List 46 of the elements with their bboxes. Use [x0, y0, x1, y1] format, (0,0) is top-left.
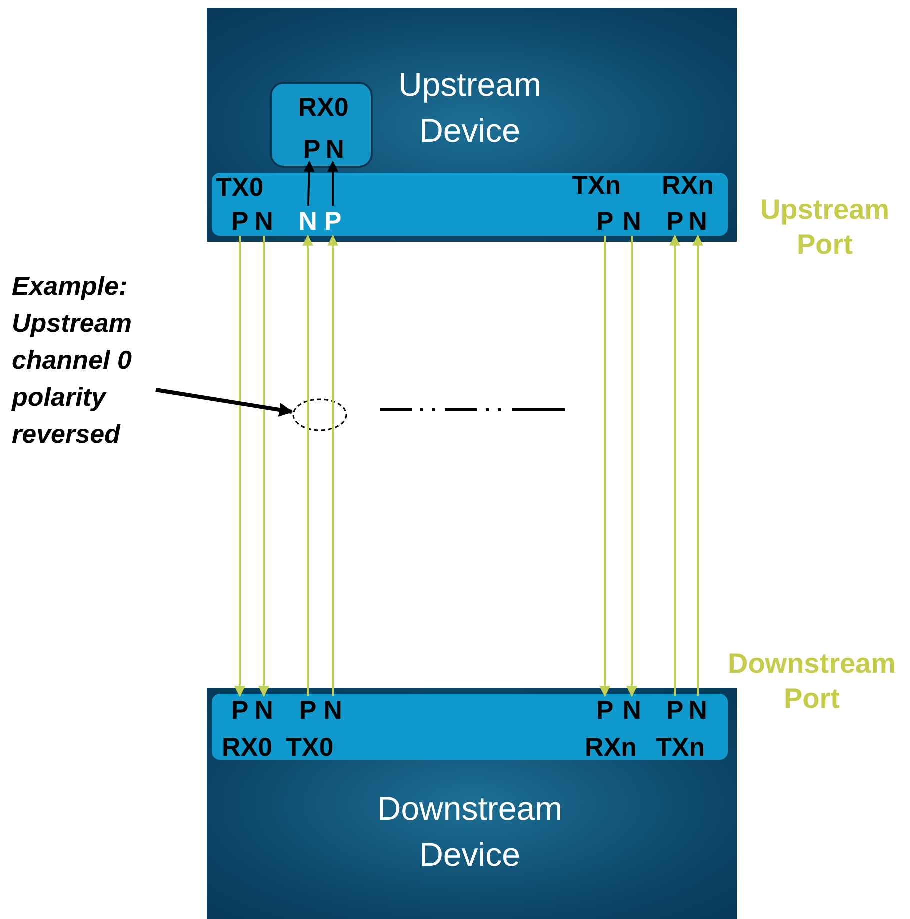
signal-arrow — [692, 234, 704, 696]
pin-label: N — [620, 696, 644, 724]
pin-label: P — [301, 134, 323, 164]
pin-label: N — [686, 696, 710, 724]
pin-label: N — [252, 696, 276, 724]
signal-arrow — [600, 236, 610, 698]
device-box — [207, 688, 737, 919]
lane-label: TXn — [656, 732, 706, 762]
leader-arrow — [156, 388, 294, 417]
port-label: Downstream Port — [726, 647, 898, 716]
signal-arrow — [626, 236, 638, 698]
annotation-text: Example: Upstream channel 0 polarity reversed — [12, 268, 192, 454]
receiver-box — [270, 82, 373, 168]
port-bar — [212, 694, 728, 760]
pin-label: P — [228, 696, 252, 724]
lane-label: RXn — [585, 732, 638, 762]
pin-label: P — [296, 696, 320, 724]
lane-label: TX0 — [286, 732, 335, 762]
lane-label: RXn — [662, 170, 715, 200]
pin-label: P — [663, 206, 687, 236]
signal-arrow — [304, 160, 315, 206]
signal-arrow — [670, 234, 680, 696]
device-box — [207, 8, 737, 242]
signal-arrow — [328, 160, 338, 206]
port-label: Upstream Port — [759, 193, 891, 262]
signal-arrow — [302, 234, 314, 696]
pin-label: N — [321, 696, 345, 724]
receiver-label: RX0 — [297, 92, 350, 123]
pin-label: P — [228, 206, 252, 236]
pin-label: P — [593, 206, 617, 236]
pin-label: N — [686, 206, 710, 236]
device-label: Upstream Device — [397, 65, 543, 151]
pin-label: P — [663, 696, 687, 724]
lane-label: RX0 — [222, 732, 274, 762]
pin-label: P — [593, 696, 617, 724]
pin-label: N — [324, 134, 346, 164]
device-label: Downstream Device — [376, 789, 564, 875]
port-bar — [212, 173, 728, 236]
pin-label: N — [620, 206, 644, 236]
pin-label: P — [321, 206, 345, 236]
signal-arrow — [234, 236, 246, 698]
pin-label: N — [296, 206, 320, 236]
signal-arrow — [258, 236, 270, 698]
signal-arrow — [328, 234, 338, 696]
lane-label: TXn — [572, 170, 622, 200]
pin-label: N — [252, 206, 276, 236]
